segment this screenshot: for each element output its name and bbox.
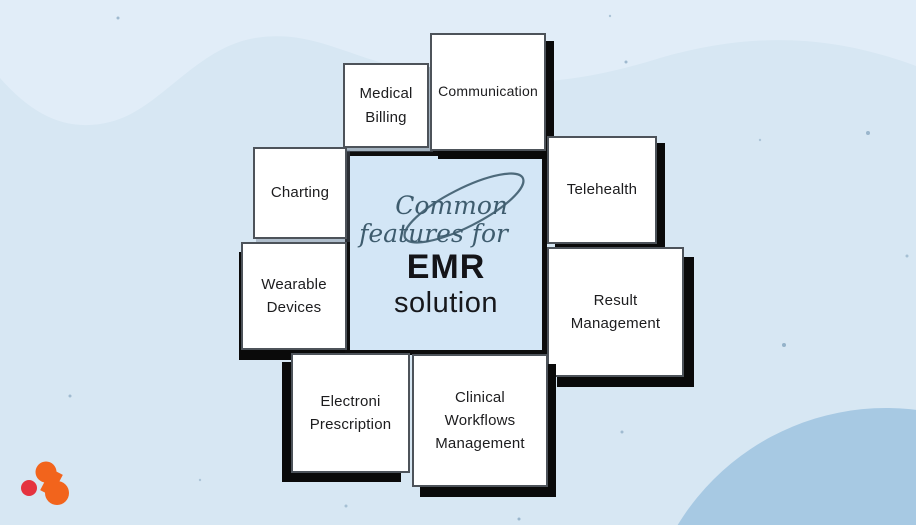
feature-label: Wearable Devices	[261, 275, 327, 316]
center-subtitle: solution	[394, 287, 498, 319]
center-script-text: Common features for	[359, 192, 508, 248]
feature-box-communication: Communication	[430, 33, 546, 151]
script-line-1: Common	[395, 191, 508, 220]
feature-box-charting: Charting	[253, 147, 347, 239]
feature-label: Clinical Workflows Management	[435, 388, 525, 453]
feature-box-electroni-prescription: Electroni Prescription	[291, 353, 410, 473]
feature-label: Charting	[270, 184, 330, 202]
feature-label: Communication	[438, 83, 538, 100]
feature-label: Medical Billing	[359, 85, 413, 126]
logo-red-dot	[21, 480, 37, 496]
center-title-box: Common features for EMR solution	[345, 151, 547, 355]
feature-label: Electroni Prescription	[309, 392, 392, 433]
feature-label: Telehealth	[566, 181, 638, 199]
feature-box-wearable-devices: Wearable Devices	[241, 242, 347, 350]
center-title: EMR	[406, 248, 486, 286]
feature-box-telehealth: Telehealth	[547, 136, 657, 244]
orange-blob-logo	[21, 461, 69, 505]
feature-box-medical-billing: Medical Billing	[343, 63, 429, 148]
script-line-2: features for	[359, 219, 508, 248]
feature-label: Result Management	[570, 291, 661, 332]
feature-box-result-management: Result Management	[547, 247, 684, 377]
logo-orange-blob	[35, 461, 69, 505]
feature-box-clinical-workflows-management: Clinical Workflows Management	[412, 354, 548, 487]
